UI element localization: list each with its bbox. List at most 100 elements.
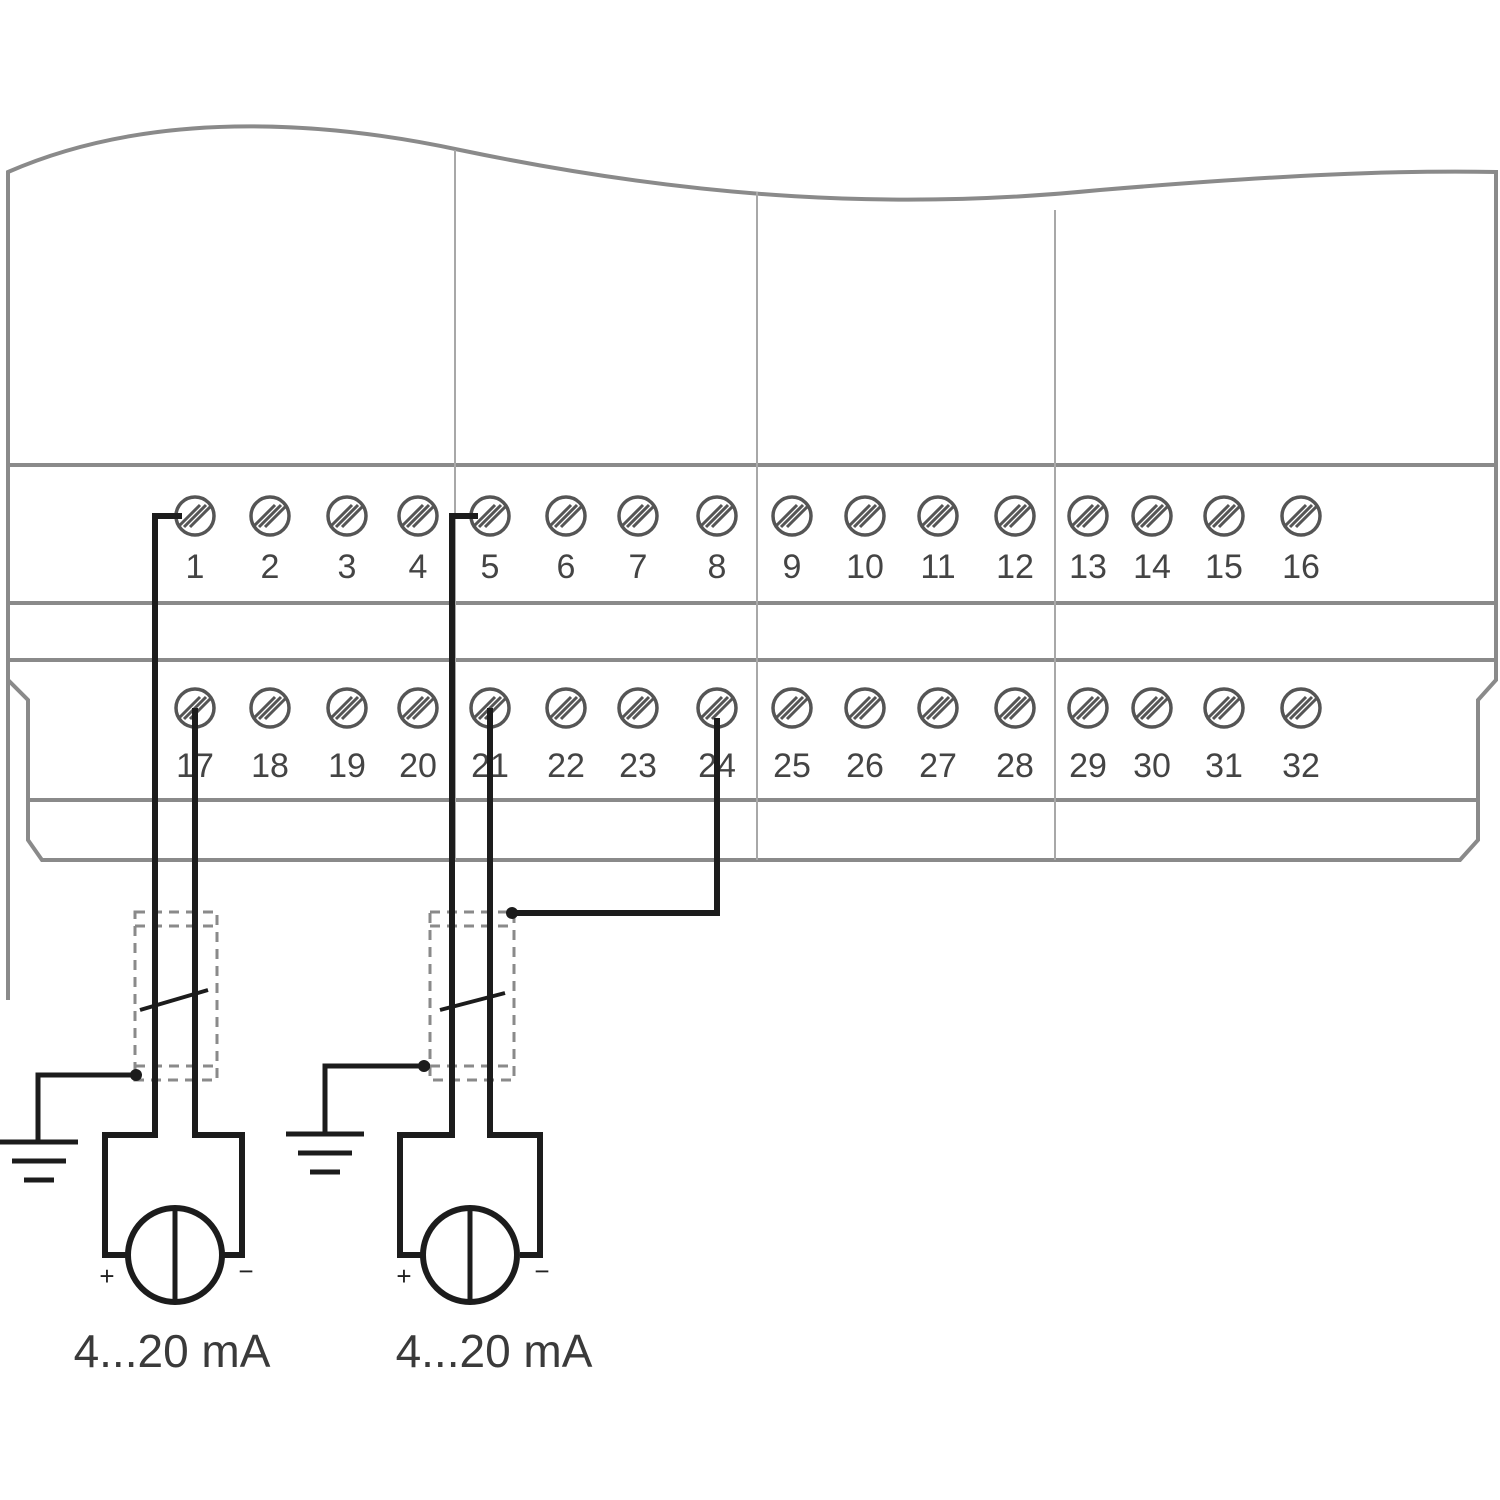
terminal-4: 4 bbox=[397, 495, 439, 586]
terminal-29: 29 bbox=[1067, 687, 1109, 785]
terminal-slot bbox=[547, 503, 573, 529]
terminal-slot bbox=[1008, 695, 1034, 721]
module-housing bbox=[6, 124, 1498, 1000]
terminal-13: 13 bbox=[1067, 495, 1109, 586]
terminal-slot bbox=[996, 695, 1022, 721]
wire-2-shield-24 bbox=[512, 718, 720, 916]
terminal-slot bbox=[263, 695, 289, 721]
terminal-slot bbox=[1294, 695, 1320, 721]
terminal-slot bbox=[1069, 695, 1095, 721]
terminal-label: 8 bbox=[708, 548, 727, 586]
terminal-slot bbox=[1288, 503, 1314, 529]
terminal-slot bbox=[405, 503, 431, 529]
terminal-slot bbox=[399, 695, 425, 721]
shield-2-top-junction bbox=[506, 907, 518, 919]
terminal-label: 28 bbox=[996, 747, 1034, 785]
source-2-minus-label: − bbox=[534, 1256, 549, 1286]
cable-shield-2 bbox=[428, 910, 516, 1082]
terminal-slot bbox=[619, 695, 645, 721]
terminal-slot bbox=[188, 503, 214, 529]
terminal-slot bbox=[399, 503, 425, 529]
terminal-slot bbox=[553, 695, 579, 721]
terminal-slot bbox=[1288, 695, 1314, 721]
terminal-18: 18 bbox=[249, 687, 291, 785]
terminal-slot bbox=[257, 503, 283, 529]
terminal-label: 3 bbox=[338, 548, 357, 586]
terminal-slot bbox=[704, 695, 730, 721]
terminal-slot bbox=[625, 695, 651, 721]
terminal-label: 2 bbox=[261, 548, 280, 586]
terminal-slot bbox=[1205, 503, 1231, 529]
terminal-slot bbox=[931, 695, 957, 721]
terminal-label: 22 bbox=[547, 747, 585, 785]
terminal-label: 29 bbox=[1069, 747, 1107, 785]
source-1-label: 4...20 mA bbox=[74, 1325, 271, 1377]
terminal-23: 23 bbox=[617, 687, 659, 785]
terminal-slot bbox=[779, 503, 805, 529]
terminal-slot bbox=[334, 695, 360, 721]
terminal-slot bbox=[559, 503, 585, 529]
terminal-25: 25 bbox=[771, 687, 813, 785]
terminal-16: 16 bbox=[1280, 495, 1322, 586]
terminal-slot bbox=[1211, 695, 1237, 721]
terminal-slot bbox=[631, 695, 657, 721]
terminal-label: 30 bbox=[1133, 747, 1171, 785]
terminal-slot bbox=[1002, 503, 1028, 529]
cable-shield-1 bbox=[133, 910, 219, 1082]
wire-2-minus bbox=[487, 708, 543, 1258]
terminal-slot bbox=[710, 503, 736, 529]
terminal-slot bbox=[1075, 695, 1101, 721]
source-2-plus-label: + bbox=[396, 1261, 411, 1291]
terminal-slot bbox=[785, 503, 811, 529]
wire-1-plus bbox=[102, 513, 182, 1258]
terminal-slot bbox=[263, 503, 289, 529]
terminal-label: 27 bbox=[919, 747, 957, 785]
terminal-slot bbox=[1217, 695, 1243, 721]
wire-2-ground bbox=[322, 1063, 430, 1132]
terminal-slot bbox=[1133, 503, 1159, 529]
terminal-label: 10 bbox=[846, 548, 884, 586]
terminal-label: 23 bbox=[619, 747, 657, 785]
terminal-27: 27 bbox=[917, 687, 959, 785]
terminal-label: 9 bbox=[783, 548, 802, 586]
terminal-slot bbox=[1294, 503, 1320, 529]
terminal-19: 19 bbox=[326, 687, 368, 785]
terminal-slot bbox=[1145, 503, 1171, 529]
terminal-slot bbox=[773, 503, 799, 529]
terminal-label: 20 bbox=[399, 747, 437, 785]
terminal-slot bbox=[471, 695, 497, 721]
terminal-slot bbox=[858, 695, 884, 721]
terminal-slot bbox=[631, 503, 657, 529]
terminal-slot bbox=[1081, 695, 1107, 721]
terminal-slot bbox=[852, 695, 878, 721]
terminal-slot bbox=[1211, 503, 1237, 529]
terminal-slot bbox=[846, 503, 872, 529]
terminal-slot bbox=[483, 503, 509, 529]
terminal-slot bbox=[411, 695, 437, 721]
terminal-slot bbox=[471, 503, 497, 529]
terminal-slot bbox=[931, 503, 957, 529]
terminal-label: 12 bbox=[996, 548, 1034, 586]
terminal-slot bbox=[996, 503, 1022, 529]
terminal-slot bbox=[1139, 503, 1165, 529]
terminal-slot bbox=[785, 695, 811, 721]
terminal-10: 10 bbox=[844, 495, 886, 586]
terminal-label: 15 bbox=[1205, 548, 1243, 586]
terminal-slot bbox=[334, 503, 360, 529]
terminal-slot bbox=[925, 503, 951, 529]
terminal-slot bbox=[1075, 503, 1101, 529]
terminal-slot bbox=[477, 503, 503, 529]
terminal-slot bbox=[925, 695, 951, 721]
terminal-slot bbox=[251, 503, 277, 529]
terminal-slot bbox=[559, 695, 585, 721]
terminal-22: 22 bbox=[545, 687, 587, 785]
terminal-slot bbox=[1133, 695, 1159, 721]
terminal-slot bbox=[710, 695, 736, 721]
terminal-slot bbox=[1139, 695, 1165, 721]
terminal-slot bbox=[340, 503, 366, 529]
terminal-slot bbox=[919, 695, 945, 721]
wire-1-minus bbox=[192, 708, 245, 1258]
terminal-32: 32 bbox=[1280, 687, 1322, 785]
terminal-slot bbox=[340, 695, 366, 721]
